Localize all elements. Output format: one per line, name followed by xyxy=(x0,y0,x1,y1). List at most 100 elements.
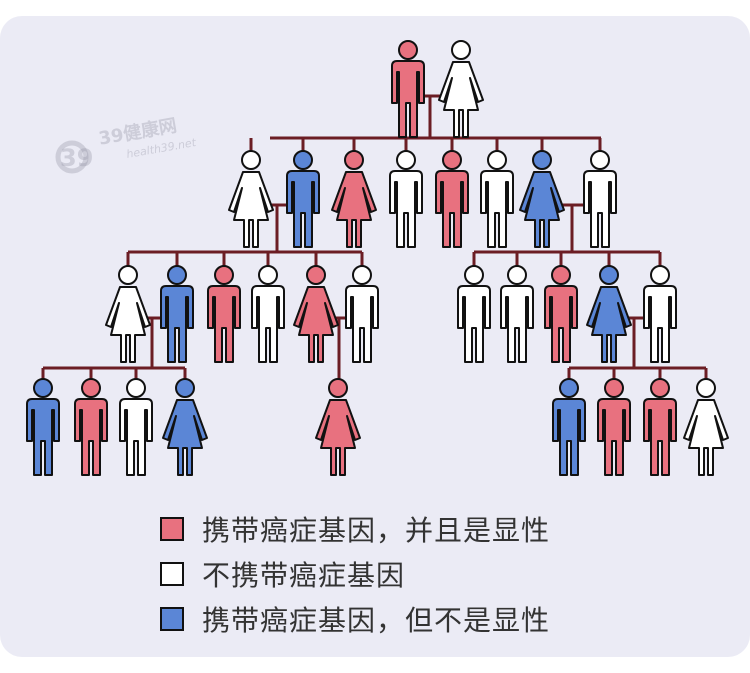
female-figure-e1 xyxy=(315,378,361,476)
male-figure-c5 xyxy=(643,265,677,363)
person-head xyxy=(559,378,579,398)
person-head xyxy=(507,265,527,285)
person-head xyxy=(487,150,507,170)
person-head xyxy=(33,378,53,398)
female-figure-b5 xyxy=(293,265,339,363)
person-head xyxy=(398,40,418,60)
person-body xyxy=(331,171,377,248)
male-figure-f3 xyxy=(643,378,677,476)
person-head xyxy=(258,265,278,285)
person-head xyxy=(532,150,552,170)
person-head xyxy=(650,378,670,398)
lineage-lines xyxy=(41,94,708,380)
person-body xyxy=(643,398,677,476)
person-head xyxy=(306,265,326,285)
person-head xyxy=(344,150,364,170)
person-body xyxy=(207,285,241,363)
male-figure-b4 xyxy=(251,265,285,363)
person-body xyxy=(162,399,208,476)
person-body xyxy=(160,285,194,363)
female-figure-f4 xyxy=(683,378,729,476)
person-head xyxy=(396,150,416,170)
person-head xyxy=(352,265,372,285)
male-figure-b3 xyxy=(207,265,241,363)
person-body xyxy=(552,398,586,476)
female-figure-a1 xyxy=(228,150,274,248)
person-body xyxy=(105,286,151,363)
person-body xyxy=(26,398,60,476)
male-figure-b2 xyxy=(160,265,194,363)
female-figure-c4 xyxy=(586,265,632,363)
person-body xyxy=(391,60,425,138)
female-figure-g0f xyxy=(438,40,484,138)
male-figure-g0m xyxy=(391,40,425,138)
person-head xyxy=(241,150,261,170)
person-body xyxy=(500,285,534,363)
watermark-logo-text: 39 xyxy=(60,144,93,172)
legend-item-non-carrier: 不携带癌症基因 xyxy=(160,551,550,596)
legend-label: 携带癌症基因，但不是显性 xyxy=(202,603,551,637)
female-figure-b1 xyxy=(105,265,151,363)
person-head xyxy=(167,265,187,285)
person-head xyxy=(464,265,484,285)
person-body xyxy=(643,285,677,363)
person-head xyxy=(118,265,138,285)
person-head xyxy=(214,265,234,285)
person-body xyxy=(119,398,153,476)
male-figure-a8 xyxy=(583,150,617,248)
person-body xyxy=(480,170,514,248)
person-body xyxy=(74,398,108,476)
legend-swatch-white xyxy=(160,561,184,586)
person-body xyxy=(293,286,339,363)
male-figure-a4 xyxy=(389,150,423,248)
person-head xyxy=(451,40,471,60)
person-body xyxy=(519,171,565,248)
person-head xyxy=(293,150,313,170)
male-figure-c3 xyxy=(544,265,578,363)
legend: 携带癌症基因，并且是显性 不携带癌症基因 携带癌症基因，但不是显性 xyxy=(160,506,550,641)
person-body xyxy=(597,398,631,476)
person-head xyxy=(604,378,624,398)
person-head xyxy=(126,378,146,398)
person-body xyxy=(251,285,285,363)
male-figure-a2 xyxy=(286,150,320,248)
male-figure-c1 xyxy=(457,265,491,363)
person-head xyxy=(599,265,619,285)
person-body xyxy=(438,61,484,138)
male-figure-a6 xyxy=(480,150,514,248)
male-figure-b6 xyxy=(345,265,379,363)
person-body xyxy=(583,170,617,248)
male-figure-d2 xyxy=(74,378,108,476)
legend-item-carrier-not-expressed: 携带癌症基因，但不是显性 xyxy=(160,596,550,641)
person-head xyxy=(696,378,716,398)
person-head xyxy=(81,378,101,398)
person-head xyxy=(442,150,462,170)
person-body xyxy=(228,171,274,248)
person-head xyxy=(551,265,571,285)
person-body xyxy=(315,399,361,476)
legend-swatch-blue xyxy=(160,606,184,631)
person-body xyxy=(683,399,729,476)
legend-label: 不携带癌症基因 xyxy=(202,558,406,592)
person-head xyxy=(590,150,610,170)
watermark-logo: 39 xyxy=(55,140,93,174)
people-group xyxy=(26,40,729,476)
person-body xyxy=(435,170,469,248)
person-body xyxy=(286,170,320,248)
male-figure-d3 xyxy=(119,378,153,476)
female-figure-d4 xyxy=(162,378,208,476)
male-figure-a5 xyxy=(435,150,469,248)
legend-label: 携带癌症基因，并且是显性 xyxy=(202,513,551,547)
person-body xyxy=(345,285,379,363)
female-figure-a3 xyxy=(331,150,377,248)
person-body xyxy=(389,170,423,248)
person-head xyxy=(328,378,348,398)
legend-item-carrier-expressed: 携带癌症基因，并且是显性 xyxy=(160,506,550,551)
male-figure-f2 xyxy=(597,378,631,476)
female-figure-a7 xyxy=(519,150,565,248)
person-head xyxy=(175,378,195,398)
male-figure-c2 xyxy=(500,265,534,363)
person-body xyxy=(586,286,632,363)
male-figure-f1 xyxy=(552,378,586,476)
